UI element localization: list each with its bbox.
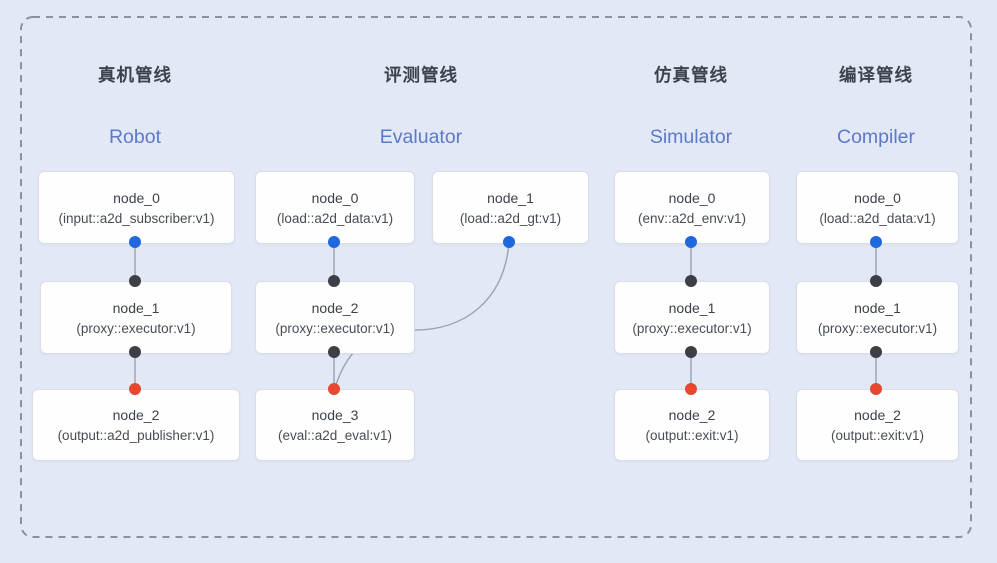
node-type: (proxy::executor:v1) xyxy=(632,320,752,336)
compiler-node-2: node_2 (output::exit:v1) xyxy=(796,389,959,461)
port-dot-blue xyxy=(685,236,697,248)
evaluator-node-2: node_2 (proxy::executor:v1) xyxy=(255,281,415,354)
node-name: node_0 xyxy=(854,189,901,206)
port-dot-dark xyxy=(328,346,340,358)
node-type: (env::a2d_env:v1) xyxy=(637,210,747,226)
simulator-node-1: node_1 (proxy::executor:v1) xyxy=(614,281,770,354)
node-name: node_1 xyxy=(668,299,716,316)
port-dot-blue xyxy=(503,236,515,248)
node-name: node_2 xyxy=(854,407,901,423)
port-dot-blue xyxy=(870,236,882,248)
port-dot-red xyxy=(870,383,882,395)
node-type: (proxy::executor:v1) xyxy=(76,320,196,336)
port-dot-dark xyxy=(129,275,141,287)
evaluator-node-0: node_0 (load::a2d_data:v1) xyxy=(255,171,415,244)
robot-node-1: node_1 (proxy::executor:v1) xyxy=(40,281,232,354)
node-name: node_2 xyxy=(112,407,160,423)
node-name: node_1 xyxy=(112,299,160,316)
node-name: node_2 xyxy=(311,299,359,316)
compiler-node-0: node_0 (load::a2d_data:v1) xyxy=(796,171,959,244)
port-dot-blue xyxy=(328,236,340,248)
node-type: (load::a2d_data:v1) xyxy=(819,210,936,226)
port-dot-dark xyxy=(870,346,882,358)
port-dot-dark xyxy=(870,275,882,287)
robot-node-2: node_2 (output::a2d_publisher:v1) xyxy=(32,389,240,461)
node-type: (output::exit:v1) xyxy=(645,428,739,443)
robot-node-0: node_0 (input::a2d_subscriber:v1) xyxy=(38,171,235,244)
pipeline-title-en-simulator: Simulator xyxy=(649,126,733,148)
simulator-node-2: node_2 (output::exit:v1) xyxy=(614,389,770,461)
port-dot-dark xyxy=(685,275,697,287)
pipeline-title-en-evaluator: Evaluator xyxy=(379,126,463,148)
port-dot-red xyxy=(685,383,697,395)
node-type: (eval::a2d_eval:v1) xyxy=(277,428,393,443)
port-dot-dark xyxy=(685,346,697,358)
evaluator-node-1: node_1 (load::a2d_gt:v1) xyxy=(432,171,589,244)
pipeline-title-zh-simulator: 仿真管线 xyxy=(654,65,728,85)
port-dot-dark xyxy=(129,346,141,358)
node-name: node_0 xyxy=(113,189,160,206)
pipeline-title-zh-evaluator: 评测管线 xyxy=(384,65,458,85)
evaluator-node-3: node_3 (eval::a2d_eval:v1) xyxy=(255,389,415,461)
port-dot-red xyxy=(328,383,340,395)
node-type: (load::a2d_gt:v1) xyxy=(459,210,562,226)
pipeline-title-zh-robot: 真机管线 xyxy=(98,65,172,85)
node-name: node_2 xyxy=(668,407,716,423)
port-dot-blue xyxy=(129,236,141,248)
pipeline-title-en-robot: Robot xyxy=(108,126,162,148)
simulator-node-0: node_0 (env::a2d_env:v1) xyxy=(614,171,770,244)
node-name: node_3 xyxy=(311,407,359,423)
compiler-node-1: node_1 (proxy::executor:v1) xyxy=(796,281,959,354)
port-dot-dark xyxy=(328,275,340,287)
node-name: node_1 xyxy=(854,299,901,316)
pipeline-title-en-compiler: Compiler xyxy=(836,126,916,148)
node-type: (output::exit:v1) xyxy=(830,428,925,443)
node-type: (proxy::executor:v1) xyxy=(817,320,938,336)
node-name: node_0 xyxy=(311,189,359,206)
pipeline-title-zh-compiler: 编译管线 xyxy=(839,65,913,85)
node-type: (output::a2d_publisher:v1) xyxy=(57,428,215,443)
dashed-frame xyxy=(20,16,972,538)
node-name: node_1 xyxy=(487,189,534,206)
node-type: (load::a2d_data:v1) xyxy=(276,210,394,226)
node-name: node_0 xyxy=(668,189,716,206)
node-type: (proxy::executor:v1) xyxy=(275,320,395,336)
node-type: (input::a2d_subscriber:v1) xyxy=(58,210,215,226)
port-dot-red xyxy=(129,383,141,395)
